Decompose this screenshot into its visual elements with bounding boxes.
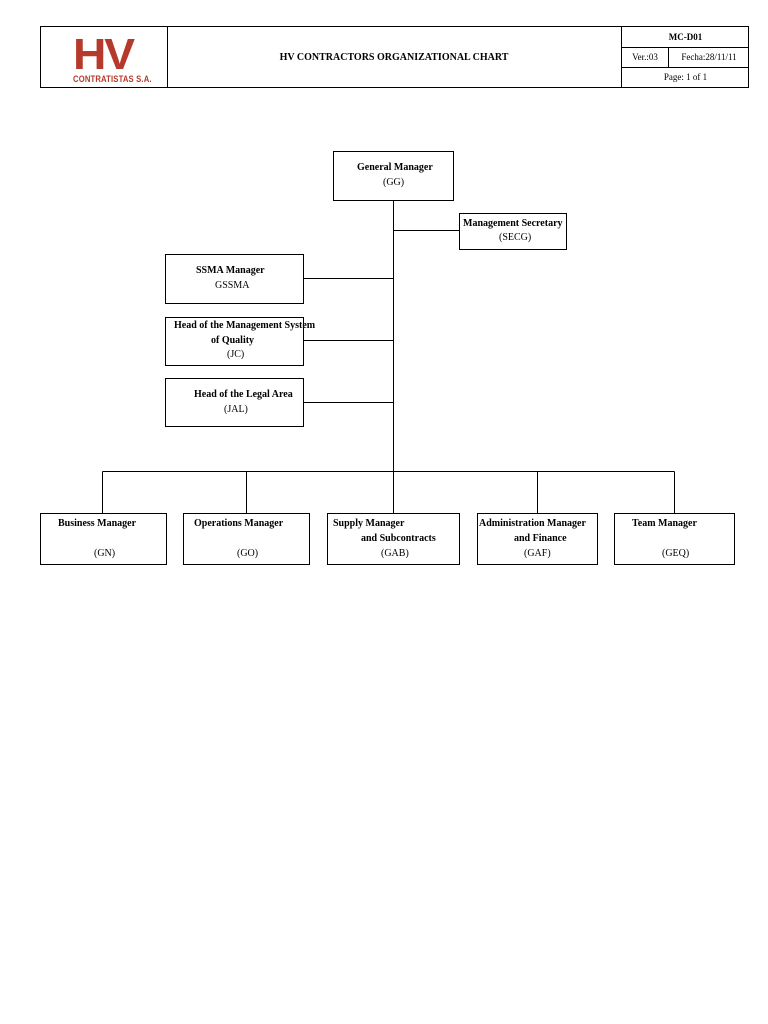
node-code: (GN) [94, 548, 116, 559]
node-title-line1: Administration Manager [479, 518, 586, 529]
node-code: (GO) [237, 548, 259, 559]
node-code: GSSMA [215, 280, 250, 291]
company-logo-subtitle: CONTRATISTAS S.A. [73, 74, 152, 84]
node-business-manager: Business Manager (GN) [40, 513, 167, 565]
node-title: General Manager [357, 162, 433, 173]
document-meta: MC-D01 Ver.:03 Fecha:28/11/11 Page: 1 of… [621, 27, 749, 87]
node-legal-area-head: Head of the Legal Area (JAL) [165, 378, 304, 427]
node-code: (GAF) [524, 548, 551, 559]
node-title: Operations Manager [194, 518, 284, 529]
node-administration-manager: Administration Manager and Finance (GAF) [477, 513, 598, 565]
node-quality-system-head: Head of the Management System of Quality… [165, 317, 315, 366]
node-ssma-manager: SSMA Manager GSSMA [165, 254, 304, 304]
node-operations-manager: Operations Manager (GO) [183, 513, 310, 565]
page-number: Page: 1 of 1 [663, 72, 708, 82]
node-title-line2: and Subcontracts [361, 533, 436, 544]
node-team-manager: Team Manager (GEQ) [614, 513, 735, 565]
node-title: Business Manager [58, 518, 137, 529]
node-title-line2: of Quality [211, 335, 255, 346]
node-title-line1: Supply Manager [333, 518, 405, 529]
document-header: HV CONTRATISTAS S.A. HV CONTRACTORS ORGA… [40, 26, 749, 88]
company-logo: HV [73, 30, 135, 79]
node-code: (JC) [227, 349, 245, 360]
node-title-line1: Head of the Management System [174, 320, 316, 331]
node-code: (GAB) [381, 548, 409, 559]
document-date: Fecha:28/11/11 [681, 52, 737, 62]
node-code: (GG) [383, 177, 405, 188]
node-general-manager: General Manager (GG) [333, 151, 454, 201]
node-supply-manager: Supply Manager and Subcontracts (GAB) [327, 513, 460, 565]
node-title: Management Secretary [463, 218, 563, 229]
node-title: Team Manager [632, 518, 697, 529]
logo-cell: HV CONTRATISTAS S.A. [41, 27, 168, 87]
node-management-secretary: Management Secretary (SECG) [459, 213, 567, 250]
node-code: (SECG) [499, 232, 532, 243]
node-title: Head of the Legal Area [194, 389, 293, 400]
node-code: (GEQ) [662, 548, 690, 559]
document-title: HV CONTRACTORS ORGANIZATIONAL CHART [279, 51, 509, 63]
node-code: (JAL) [224, 404, 248, 415]
document-code: MC-D01 [622, 27, 749, 48]
node-title-line2: and Finance [514, 533, 567, 544]
version-date-row: Ver.:03 Fecha:28/11/11 [622, 47, 749, 68]
node-title: SSMA Manager [196, 265, 265, 276]
document-version: Ver.:03 [622, 47, 669, 67]
